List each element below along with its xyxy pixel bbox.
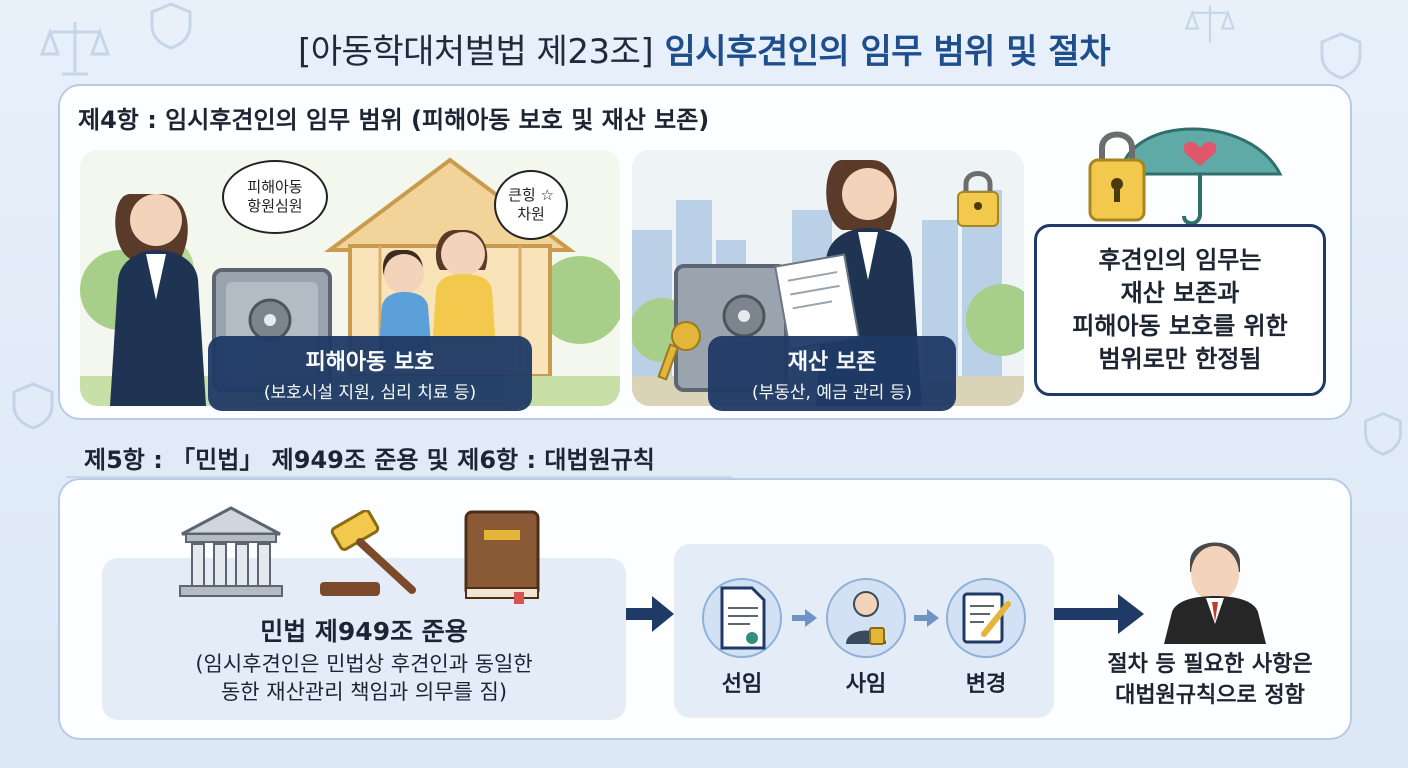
heart-icon: [1183, 141, 1217, 166]
judge-text-line-2: 대법원규칙으로 정함: [1115, 682, 1305, 708]
note-line-1: 후견인의 임무는: [1098, 245, 1262, 274]
guardian-duty-note: 후견인의 임무는 재산 보존과 피해아동 보호를 위한 범위로만 한정됨: [1034, 224, 1326, 396]
scale-icon: [1184, 5, 1236, 43]
civil-law-description: (임시후견인은 민법상 후견인과 동일한 동한 재산관리 책임과 의무를 짐): [102, 650, 626, 707]
shield-icon: [12, 382, 54, 430]
civil-law-desc-line-2: 동한 재산관리 책임과 의무를 짐): [220, 680, 508, 705]
asset-preservation-title: 재산 보존: [787, 350, 877, 375]
padlock-icon: [957, 171, 999, 227]
child-protection-caption: 피해아동 보호 (보호시설 지원, 심리 치료 등): [208, 336, 532, 411]
note-line-2: 재산 보존과: [1120, 278, 1240, 307]
person-seal-icon: [846, 591, 886, 645]
shield-icon: [1364, 412, 1402, 456]
pencil-document-icon: [962, 592, 1011, 644]
civil-law-title: 민법 제949조 준용: [260, 617, 468, 646]
arrow-right-icon: [914, 609, 939, 627]
document-icon: [720, 586, 766, 650]
bubble-left-line-1: 피해아동: [247, 177, 303, 196]
arrow-right-icon: [626, 596, 674, 632]
child-protection-title: 피해아동 보호: [305, 350, 435, 375]
page-title: [아동학대처벌법 제23조] 임시후견인의 임무 범위 및 절차: [0, 24, 1408, 73]
shield-icon: [150, 2, 192, 50]
note-line-3: 피해아동 보호를 위한: [1072, 312, 1288, 340]
children-figure: [378, 230, 496, 360]
padlock-icon: [1088, 131, 1146, 222]
step-appointment-label: 선임: [721, 672, 763, 697]
section-4-heading: 제4항 : 임시후견인의 임무 범위 (피해아동 보호 및 재산 보존): [78, 106, 710, 134]
arrow-right-icon: [792, 609, 817, 627]
bubble-left-line-2: 항원심원: [247, 197, 303, 215]
title-prefix: [아동학대처벌법 제23조]: [298, 32, 654, 72]
asset-preservation-caption: 재산 보존 (부동산, 예금 관리 등): [708, 336, 956, 411]
key-icon: [657, 321, 701, 381]
scale-icon: [40, 22, 110, 76]
bubble-right-line-1: 큰힝 ☆: [508, 185, 554, 204]
arrow-right-icon: [1054, 594, 1144, 634]
bubble-right-line-2: 차원: [517, 205, 545, 223]
padlock-umbrella-illustration: [1088, 127, 1283, 226]
speech-bubble-left: 피해아동 항원심원: [222, 160, 328, 234]
speech-bubble-right: 큰힝 ☆ 차원: [494, 170, 568, 240]
guardian-woman-figure: [110, 194, 206, 406]
section-5-heading: 제5항 : 「민법」 제949조 준용 및 제6항 : 대법원규칙: [84, 446, 655, 474]
step-change-label: 변경: [965, 672, 1007, 697]
civil-law-desc-line-1: (임시후견인은 민법상 후견인과 동일한: [195, 652, 533, 676]
supreme-court-rule-text: 절차 등 필요한 사항은 대법원규칙으로 정함: [1080, 650, 1340, 712]
law-book-icon: [464, 510, 540, 604]
judge-text-line-1: 절차 등 필요한 사항은: [1107, 652, 1313, 677]
shield-icon: [1320, 32, 1362, 80]
section-5-underline: [66, 476, 732, 478]
child-protection-subtitle: (보호시설 지원, 심리 치료 등): [263, 383, 477, 403]
step-resignation-label: 사임: [845, 672, 887, 697]
note-line-4: 범위로만 한정됨: [1098, 345, 1262, 374]
judge-icon: [1164, 542, 1266, 644]
asset-preservation-subtitle: (부동산, 예금 관리 등): [752, 383, 912, 403]
gavel-icon: [320, 510, 416, 596]
courthouse-icon: [179, 506, 283, 597]
title-main: 임시후견인의 임무 범위 및 절차: [664, 32, 1110, 72]
